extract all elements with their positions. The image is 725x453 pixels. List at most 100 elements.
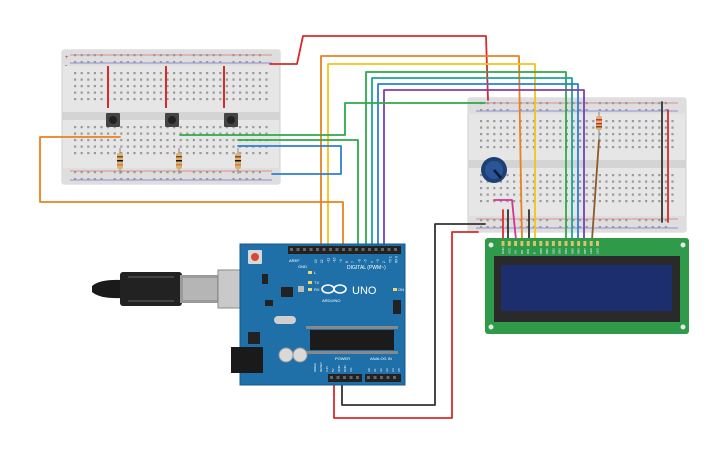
lcd-pin-label: DB7 <box>583 248 587 254</box>
digital-pin-label: ~3 <box>376 259 380 263</box>
power-label: POWER <box>335 356 350 361</box>
digital-pin-label: ~5 <box>364 259 368 263</box>
led-tx-label: TX <box>314 280 319 285</box>
lcd-pin[interactable] <box>514 241 518 246</box>
wire-teal[interactable] <box>371 77 573 251</box>
potentiometer-icon[interactable] <box>481 157 507 183</box>
digital-label: DIGITAL (PWM~) <box>347 265 386 271</box>
reset-button[interactable] <box>251 253 259 261</box>
header-pin[interactable] <box>342 248 345 251</box>
lcd-pin[interactable] <box>526 241 530 246</box>
lcd-pin[interactable] <box>558 241 562 246</box>
header-pin[interactable] <box>296 248 300 251</box>
gnd-label: GND <box>298 264 307 269</box>
aref-label: AREF <box>289 258 300 263</box>
lcd-pin[interactable] <box>589 241 593 246</box>
wire-brown[interactable] <box>591 139 600 241</box>
lcd-pin[interactable] <box>501 241 505 246</box>
digital-pin-label: ~6 <box>357 259 361 263</box>
header-pin[interactable] <box>309 248 313 251</box>
wire-orange[interactable] <box>519 129 523 241</box>
board-model: UNO <box>352 285 377 297</box>
lcd-pin[interactable] <box>545 241 549 246</box>
header-pin[interactable] <box>322 248 326 251</box>
header-pin[interactable] <box>386 376 390 379</box>
digital-pin-label: ~10 <box>333 257 337 263</box>
wire-green[interactable] <box>179 102 486 136</box>
resistor-icon[interactable] <box>117 148 123 174</box>
header-pin[interactable] <box>387 248 391 251</box>
lcd-pin[interactable] <box>570 241 574 246</box>
lcd-pin[interactable] <box>596 241 599 246</box>
wire-magenta[interactable] <box>493 199 517 241</box>
header-pin[interactable] <box>290 248 293 251</box>
power-jack[interactable] <box>231 347 263 373</box>
header-pin[interactable] <box>367 376 370 379</box>
header-pin[interactable] <box>349 376 353 379</box>
header-pin[interactable] <box>335 248 339 251</box>
lcd-pin[interactable] <box>533 241 536 246</box>
lcd-pin-label: GND <box>501 247 505 255</box>
digital-pin-label: ~11 <box>326 258 330 263</box>
header-pin[interactable] <box>394 248 397 251</box>
lcd-pin-label: E <box>533 252 537 254</box>
header-pin[interactable] <box>368 248 371 251</box>
lcd-pin[interactable] <box>577 241 581 246</box>
board-brand: ARDUINO <box>322 298 340 303</box>
header-pin[interactable] <box>361 248 365 251</box>
digital-pin-label: 13 <box>314 259 318 263</box>
header-pin[interactable] <box>374 248 378 251</box>
resistor-icon[interactable] <box>235 148 241 174</box>
wire-orange[interactable] <box>39 136 344 251</box>
header-pin[interactable] <box>329 248 332 251</box>
header-pin[interactable] <box>303 248 306 251</box>
resistor-icon[interactable] <box>176 148 182 174</box>
wire-yellow[interactable] <box>327 63 536 251</box>
lcd-pin[interactable] <box>551 241 555 246</box>
lcd-pin-label: LED <box>596 247 600 254</box>
wire-green[interactable] <box>237 139 359 251</box>
header-pin[interactable] <box>381 248 384 251</box>
analog-pin-label: A2 <box>379 368 383 372</box>
header-pin[interactable] <box>380 376 383 379</box>
header-pin[interactable] <box>316 248 319 251</box>
lcd-pin[interactable] <box>507 241 511 246</box>
analog-pin-label: A4 <box>391 368 395 372</box>
header-pin[interactable] <box>355 248 358 251</box>
arduino-uno-board[interactable]: UNO ARDUINO DIGITAL (PWM~) POWER ANALOG … <box>231 243 406 386</box>
header-pin[interactable] <box>356 376 359 379</box>
wire-red[interactable] <box>269 35 489 101</box>
digital-pin-label: 8 <box>345 261 349 263</box>
left-rail-minus: - <box>65 63 67 69</box>
analog-pin-label: A1 <box>373 368 377 372</box>
wire-blue[interactable] <box>237 145 342 175</box>
lcd-pin[interactable] <box>539 241 543 246</box>
header-pin[interactable] <box>336 376 340 379</box>
wire-blue[interactable] <box>377 83 579 251</box>
lcd-pin[interactable] <box>564 241 568 246</box>
header-pin[interactable] <box>343 376 346 379</box>
right-breadboard[interactable] <box>467 97 687 233</box>
analog-label: ANALOG IN <box>370 356 392 361</box>
power-pin-label: IOREF <box>313 363 317 372</box>
header-pin[interactable] <box>393 376 396 379</box>
wire-orange[interactable] <box>320 55 521 251</box>
pushbutton-icon[interactable] <box>165 113 179 127</box>
wire-black[interactable] <box>341 223 486 406</box>
lcd-pin[interactable] <box>520 241 524 246</box>
wire-green[interactable] <box>365 71 567 251</box>
lcd-pin[interactable] <box>583 241 587 246</box>
pushbutton-icon[interactable] <box>106 113 120 127</box>
header-pin[interactable] <box>330 376 333 379</box>
usb-cable-icon[interactable] <box>92 269 255 309</box>
lcd-pin-label: DB2 <box>551 248 555 254</box>
pushbutton-icon[interactable] <box>224 113 238 127</box>
header-pin[interactable] <box>348 248 352 251</box>
lcd-pin-label: VCC <box>507 247 511 254</box>
wire-purple[interactable] <box>383 89 585 251</box>
resistor-icon[interactable] <box>596 112 602 140</box>
wire-red[interactable] <box>333 231 479 419</box>
header-pin[interactable] <box>373 376 377 379</box>
